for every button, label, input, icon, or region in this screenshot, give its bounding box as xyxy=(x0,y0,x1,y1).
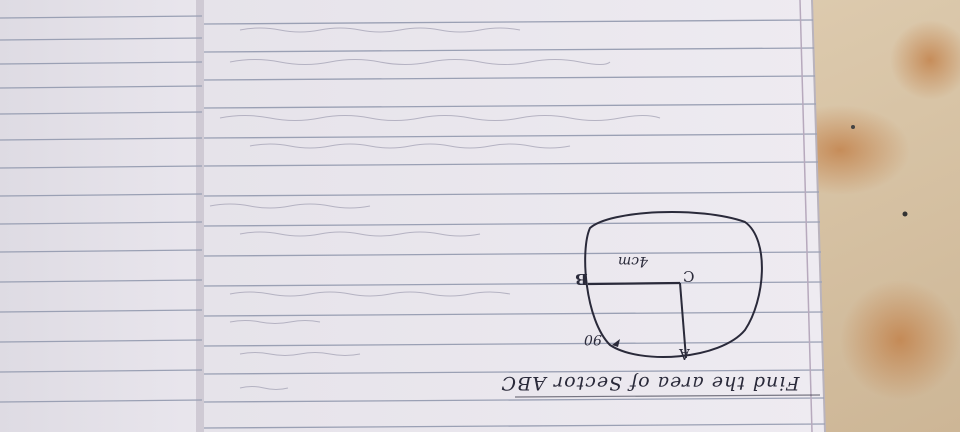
speck xyxy=(851,125,855,129)
point-a-label: A xyxy=(679,345,690,363)
angle-arrow xyxy=(612,339,620,347)
radius-ca xyxy=(679,282,687,359)
margin-line xyxy=(799,0,813,432)
question-text: Find the area of Sector ABC xyxy=(500,372,800,394)
bleed-through-text xyxy=(209,27,661,390)
page-edge xyxy=(811,0,826,432)
radius-cb xyxy=(587,281,681,286)
stain xyxy=(840,280,960,400)
point-c-label: C xyxy=(683,267,695,285)
stain xyxy=(890,20,960,100)
angle-label: 90 xyxy=(584,331,602,347)
sector-outline xyxy=(584,211,763,358)
left-page xyxy=(0,0,202,432)
radius-label: 4cm xyxy=(618,253,649,269)
ruled-lines xyxy=(0,15,826,429)
point-b-label: B xyxy=(575,270,588,288)
binding xyxy=(196,0,206,432)
question-underline xyxy=(514,394,821,398)
speck xyxy=(902,211,908,217)
right-page xyxy=(204,0,825,432)
